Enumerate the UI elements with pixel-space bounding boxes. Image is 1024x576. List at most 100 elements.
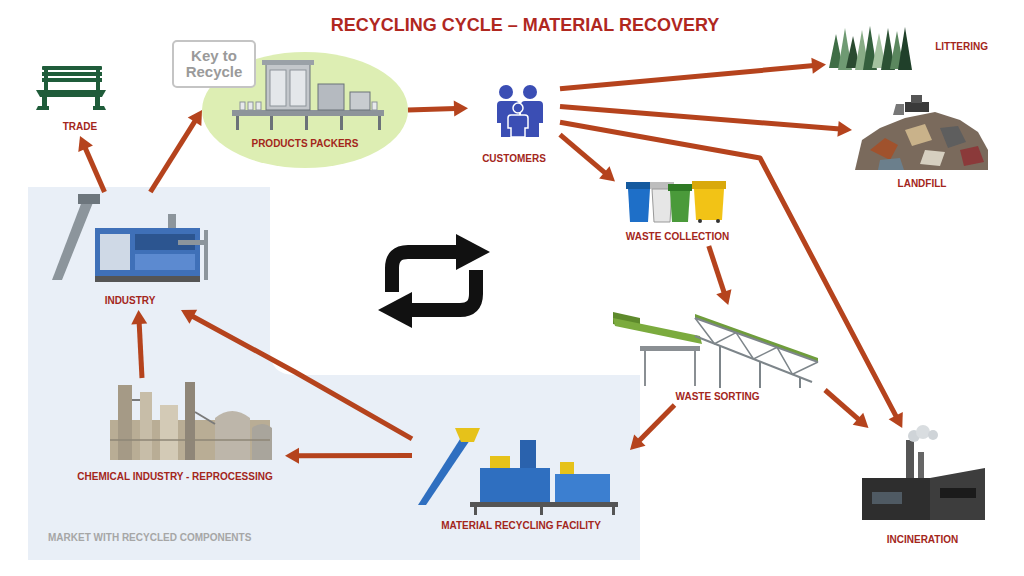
landfill-icon [870, 138, 898, 160]
sorting-conveyor [719, 346, 721, 388]
ellipse-shape [202, 52, 408, 168]
landfill-node: LANDFILL [852, 95, 992, 195]
flow-arrow [560, 135, 606, 174]
cycle-symbol [378, 292, 412, 328]
flow-arrow [139, 322, 142, 378]
flow-arrow [825, 390, 869, 428]
cycle-symbol [392, 252, 458, 292]
filling-machine [270, 116, 273, 130]
landfill-icon [905, 124, 932, 146]
filling-machine [266, 64, 310, 110]
waste-bins [668, 184, 692, 191]
node-label: WASTE COLLECTION [626, 231, 729, 243]
flow-arrow [150, 110, 202, 192]
flow-arrow [408, 101, 468, 117]
bench-icon [44, 66, 48, 90]
landfill-icon [893, 104, 904, 115]
bench-icon [42, 72, 102, 76]
landfill-icon [878, 158, 904, 170]
bench-icon [36, 106, 49, 110]
filling-machine [270, 70, 286, 106]
flow-arrow [560, 135, 615, 182]
flow-arrow [709, 246, 725, 294]
arrow-head [454, 101, 468, 117]
arrow-head [78, 136, 93, 152]
landfill-icon [960, 146, 984, 166]
landfill-icon [940, 126, 966, 148]
sorting-node: WASTE SORTING [610, 305, 825, 405]
recycling-facility-node: MATERIAL RECYCLING FACILITY [412, 422, 630, 534]
incinerator-plant [916, 425, 930, 439]
sorting-conveyor [695, 318, 818, 362]
flow-arrow [297, 453, 412, 458]
filling-machine [305, 116, 308, 130]
node-label: INDUSTRY [105, 295, 156, 307]
filling-machine [290, 70, 306, 106]
landfill-icon [855, 95, 988, 170]
incinerator-plant [940, 488, 976, 498]
arrow-head [716, 289, 731, 305]
customers-icon [523, 85, 537, 99]
waste-bins [652, 189, 672, 222]
filling-machine [240, 102, 245, 110]
filling-machine [248, 102, 253, 110]
waste-bins [670, 191, 690, 222]
sorting-conveyor [694, 351, 696, 386]
customer-node: CUSTOMERS [468, 80, 560, 168]
arrow-head [853, 413, 869, 428]
flow-arrow [560, 122, 897, 417]
flow-arrow [78, 136, 104, 192]
customers-icon [508, 115, 528, 137]
bench-icon [96, 66, 100, 90]
node-label: MARKET WITH RECYCLED COMPONENTS [48, 532, 251, 544]
node-label: LITTERING [935, 41, 988, 53]
filling-machine [262, 60, 314, 65]
diagram-title: RECYCLING CYCLE – MATERIAL RECOVERY [331, 15, 720, 36]
waste-bins [716, 219, 720, 223]
flow-arrow [638, 405, 674, 441]
filling-machine [318, 84, 344, 110]
trade-node: TRADE [30, 58, 130, 136]
filling-machine [350, 92, 370, 110]
collection-node: WASTE COLLECTION [615, 178, 740, 246]
sorting-conveyor [759, 361, 761, 388]
bench-icon [36, 66, 106, 110]
landfill-icon [920, 150, 945, 166]
node-label: INCINERATION [887, 534, 958, 546]
sorting-conveyor [644, 351, 646, 386]
customers-icon [497, 85, 543, 137]
node-label: TRADE [63, 121, 97, 133]
waste-bins [692, 181, 726, 189]
sorting-conveyor [613, 318, 702, 344]
flow-arrow [709, 246, 732, 305]
incinerator-plant [930, 468, 985, 520]
forest-icon [898, 27, 912, 70]
filling-machine [232, 110, 384, 116]
filling-machine [372, 102, 377, 110]
arrow-head [889, 412, 903, 428]
waste-bins [694, 189, 724, 220]
arrow-head [599, 166, 615, 181]
watermark-logo: Key to Recycle [174, 48, 254, 81]
node-label: LANDFILL [898, 178, 947, 190]
bench-icon [42, 66, 102, 70]
node-label: PRODUCTS PACKERS [251, 138, 358, 150]
flow-arrow [560, 106, 840, 129]
incinerator-plant [862, 425, 985, 520]
incinerator-plant [918, 452, 924, 482]
bench-icon [36, 90, 106, 97]
landfill-icon [855, 112, 988, 170]
cycle-symbol [378, 234, 490, 328]
bench-icon [42, 78, 102, 82]
flow-arrow [408, 109, 456, 110]
landfill-icon [911, 95, 922, 103]
logo-box: Key to Recycle [172, 40, 256, 88]
panel-shape [28, 187, 640, 560]
arrow-head [837, 121, 852, 137]
market-region: MARKET WITH RECYCLED COMPONENTS INDUSTRY C… [28, 187, 640, 560]
chemical-node: CHEMICAL INDUSTRY - REPROCESSING [65, 378, 285, 486]
title-box: RECYCLING CYCLE – MATERIAL RECOVERY [100, 15, 950, 36]
